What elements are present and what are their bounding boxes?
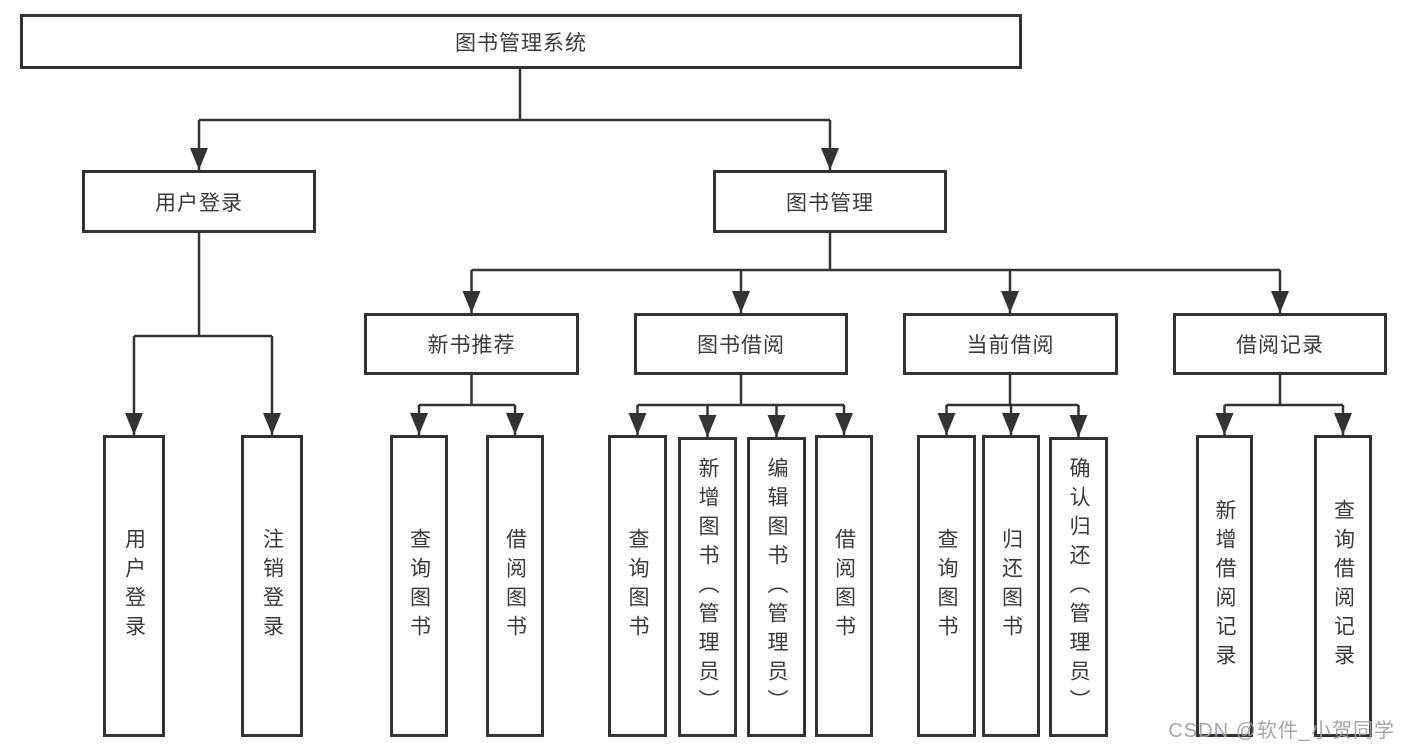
leaf-logout-label: 注销登录: [260, 528, 284, 644]
leaf-user-login-label: 用户登录: [122, 528, 146, 644]
node-borrowing-records: 借阅记录: [1173, 313, 1387, 375]
node-book-borrowing: 图书借阅: [634, 313, 848, 375]
leaf-recommend-query-books-label: 查询图书: [407, 528, 431, 644]
leaf-borrow-borrow-books: 借阅图书: [815, 435, 873, 737]
leaf-records-add-borrow-record: 新增借阅记录: [1196, 435, 1253, 737]
leaf-borrow-borrow-books-label: 借阅图书: [832, 528, 856, 644]
leaf-current-confirm-return-admin: 确认归还（管理员）: [1049, 437, 1108, 737]
leaf-current-return-books: 归还图书: [982, 435, 1040, 737]
leaf-borrow-edit-books-admin: 编辑图书（管理员）: [747, 437, 806, 737]
leaf-records-query-borrow-record: 查询借阅记录: [1314, 435, 1372, 737]
leaf-records-add-borrow-record-label: 新增借阅记录: [1213, 499, 1237, 673]
leaf-borrow-add-books-admin: 新增图书（管理员）: [678, 437, 737, 737]
leaf-borrow-query-books-label: 查询图书: [626, 528, 650, 644]
leaf-recommend-borrow-books: 借阅图书: [486, 435, 544, 737]
leaf-records-query-borrow-record-label: 查询借阅记录: [1331, 499, 1355, 673]
leaf-recommend-query-books: 查询图书: [390, 435, 448, 737]
node-current-borrowing: 当前借阅: [903, 313, 1118, 375]
leaf-borrow-add-books-admin-label: 新增图书（管理员）: [696, 456, 720, 718]
node-new-book-recommendation: 新书推荐: [364, 313, 579, 375]
leaf-current-query-books: 查询图书: [917, 435, 976, 737]
leaf-current-query-books-label: 查询图书: [935, 528, 959, 644]
leaf-recommend-borrow-books-label: 借阅图书: [503, 528, 527, 644]
leaf-borrow-edit-books-admin-label: 编辑图书（管理员）: [765, 456, 789, 718]
node-library-management-system: 图书管理系统: [20, 14, 1022, 69]
leaf-logout: 注销登录: [241, 435, 303, 737]
leaf-borrow-query-books: 查询图书: [608, 435, 667, 737]
node-user-login: 用户登录: [82, 170, 316, 233]
node-book-management: 图书管理: [713, 170, 947, 233]
leaf-current-confirm-return-admin-label: 确认归还（管理员）: [1067, 456, 1091, 718]
leaf-current-return-books-label: 归还图书: [999, 528, 1023, 644]
leaf-user-login: 用户登录: [103, 435, 165, 737]
